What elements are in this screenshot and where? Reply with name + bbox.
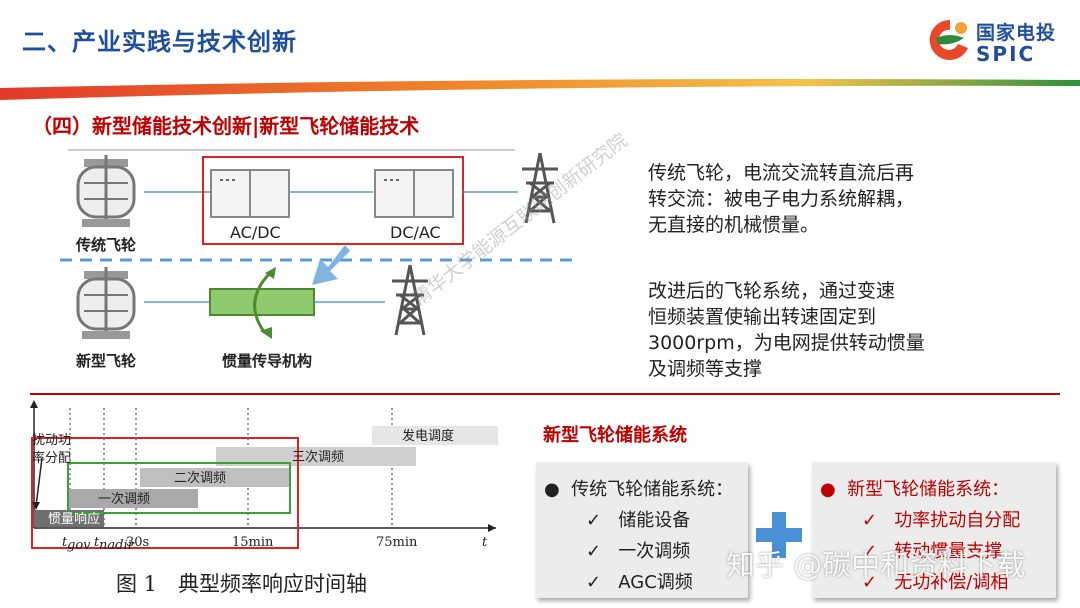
timeline-tick: 30s [126,535,149,550]
check-icon: ✓ [862,510,895,531]
check-icon: ✓ [862,572,895,593]
timeline-bar-label: 惯量响应 [48,511,100,527]
timeline-bar [216,447,416,466]
section-subtitle: （四）新型储能技术创新|新型飞轮储能技术 [32,114,420,138]
new-description: 改进后的飞轮系统，通过变速 恒频装置使输出转速固定到 3000rpm，为电网提供… [648,280,925,380]
timeline-left-label: 扰动功 [32,433,71,448]
timeline-tick: t [62,535,68,550]
dcac-converter-icon [374,169,454,218]
page-title: 二、产业实践与技术创新 [22,28,297,56]
acdc-converter-icon [210,169,290,218]
traditional-system-card: ● 传统飞轮储能系统： ✓ 储能设备 ✓ 一次调频 ✓ AGC调频 [536,462,748,598]
header-stripe [0,79,1080,100]
timeline-tick: 75min [376,535,418,550]
acdc-label: AC/DC [230,223,281,242]
list-item: ✓ 功率扰动自分配 [862,510,1021,531]
new-flywheel-label: 新型飞轮 [76,352,137,370]
zhihu-watermark: 知乎 @碳中和资料下载 [726,548,1026,582]
bullet-icon: ● [820,479,848,500]
traditional-system-head: ● 传统飞轮储能系统： [544,479,734,500]
system-title: 新型飞轮储能系统 [543,425,687,446]
plus-icon [756,512,802,558]
new-system-card: ● 新型飞轮储能系统： ✓ 功率扰动自分配 ✓ 转动惯量支撑 ✓ 无功补偿/调相 [812,462,1056,598]
flywheel-diagram [60,149,580,339]
traditional-description: 传统飞轮，电流交流转直流后再 转交流：被电子电力系统解耦， 无直接的机械惯量。 [648,162,915,236]
logo-cn-text: 国家电投 [976,22,1057,44]
timeline-bar [34,510,104,527]
check-icon: ✓ [862,541,895,562]
logo-en-text: SPIC [976,42,1036,66]
timeline-bar [372,426,498,445]
inertia-mechanism-icon [209,267,315,339]
list-item: ✓ 无功补偿/调相 [862,572,1009,593]
spic-logo-icon [929,19,968,60]
list-item: ✓ 储能设备 [586,510,691,531]
transmission-tower-icon [522,152,558,224]
timeline-bar-label: 一次调频 [98,491,150,507]
check-icon: ✓ [586,510,619,531]
bullet-icon: ● [544,479,572,500]
traditional-flywheel-label: 传统飞轮 [76,236,137,254]
timeline-tick-sub: nadir [99,538,135,553]
timeline-tick-sub: gov [67,538,91,553]
timeline-bar-label: 二次调频 [174,470,226,486]
check-icon: ✓ [586,572,619,593]
list-item: ✓ 转动惯量支撑 [862,541,1003,562]
section-divider [30,393,1060,395]
figure-caption: 图 1 典型频率响应时间轴 [116,572,368,596]
new-flywheel-icon [76,267,136,339]
timeline-tick: 15min [232,535,274,550]
timeline-bar [68,489,198,508]
frequency-response-timeline: 发电调度 三次调频 二次调频 一次调频 惯量响应 扰动功 率分配 t gov t… [30,400,498,553]
new-system-head: ● 新型飞轮储能系统： [820,479,1010,500]
flywheel-icon [76,155,136,227]
list-item: ✓ 一次调频 [586,541,691,562]
timeline-bar-label: 三次调频 [292,449,344,465]
list-item: ✓ AGC调频 [586,572,693,593]
dcac-label: DC/AC [390,223,441,242]
timeline-tick: t [482,535,488,550]
timeline-bar-label: 发电调度 [402,428,454,444]
check-icon: ✓ [586,541,619,562]
timeline-left-label: 率分配 [32,450,71,466]
inertia-mechanism-label: 惯量传导机构 [222,352,313,370]
timeline-bar [140,468,290,487]
timeline-tick: t [94,535,100,550]
transmission-tower-icon [392,264,428,336]
